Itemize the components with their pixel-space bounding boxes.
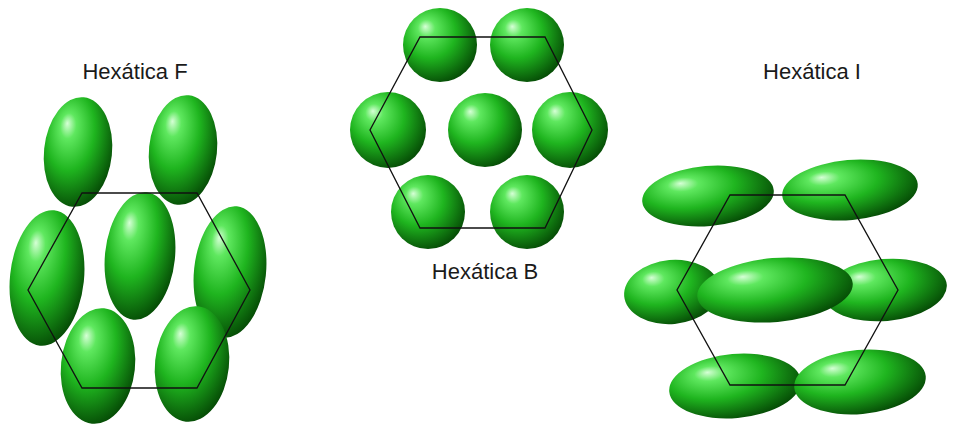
molecule xyxy=(666,348,803,423)
hexatic-i-figure xyxy=(621,154,949,423)
molecule xyxy=(143,92,222,209)
molecule xyxy=(391,175,465,249)
hexatic-b-figure xyxy=(350,8,608,249)
phase-label: Hexática B xyxy=(432,259,538,285)
molecule xyxy=(149,302,235,425)
hexagon-outline xyxy=(677,195,898,385)
molecule xyxy=(791,344,928,419)
molecule xyxy=(55,304,141,427)
molecule xyxy=(350,92,426,168)
molecule xyxy=(448,93,522,167)
phase-label: Hexática I xyxy=(763,59,861,85)
hexatic-f-figure xyxy=(3,92,273,428)
hexagon-outline xyxy=(28,193,250,388)
hexagon-outline xyxy=(370,37,592,228)
molecule xyxy=(99,189,182,324)
molecule xyxy=(640,160,777,231)
phase-label: Hexática F xyxy=(82,59,187,85)
molecule xyxy=(403,8,477,82)
molecule xyxy=(490,8,564,82)
molecule xyxy=(695,251,856,328)
molecule xyxy=(780,154,921,226)
molecule xyxy=(532,92,608,168)
